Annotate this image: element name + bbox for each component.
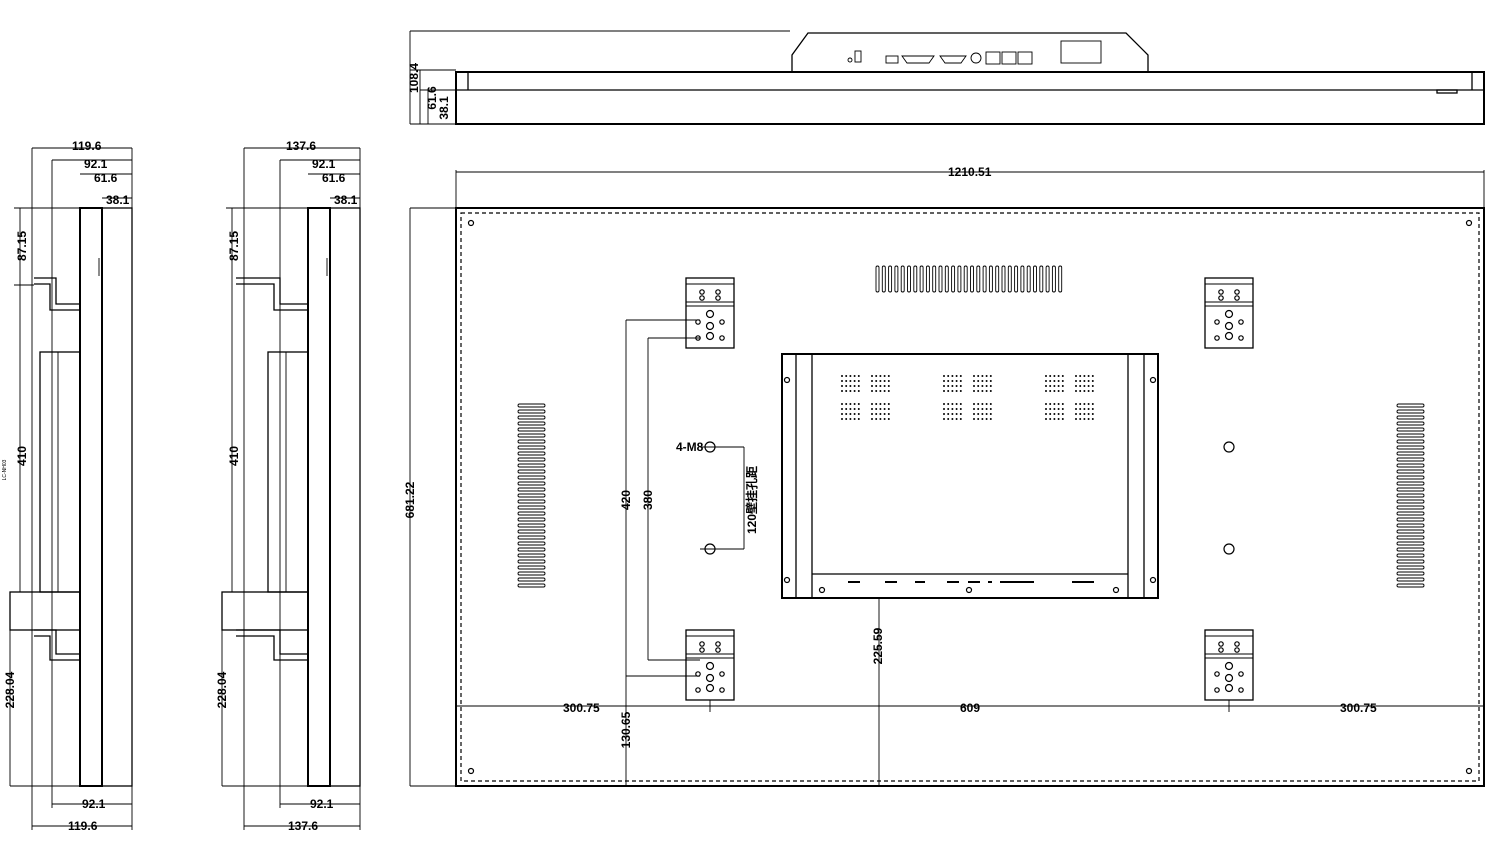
rear-dim-h420: 420	[619, 490, 633, 510]
rear-dim-center-span: 609	[960, 701, 980, 715]
left-dim-h2: 410	[15, 446, 29, 466]
rear-view: 4-M8 120壁挂孔距 1210.51 681.22 300.75 609 3…	[403, 165, 1485, 787]
right-dim-h3: 228.04	[215, 671, 229, 708]
left-dim-h1: 87.15	[15, 231, 29, 261]
mounting-brackets	[685, 277, 1254, 701]
rear-dim-right-offset: 300.75	[1340, 701, 1377, 715]
right-dim-w2: 92.1	[312, 157, 336, 171]
hole-spacing-note: 120壁挂孔距	[744, 466, 759, 534]
speaker-dot-grids	[841, 375, 1094, 420]
left-vertical-note: LC-NH03	[2, 459, 8, 480]
side-view-right: 137.6 92.1 61.6 38.1 87.15 410 228.04 92…	[215, 139, 361, 833]
right-dim-w1: 137.6	[286, 139, 316, 153]
rear-dim-left-offset: 300.75	[563, 701, 600, 715]
left-dim-h3: 228.04	[3, 671, 17, 708]
rear-dim-width: 1210.51	[948, 165, 992, 179]
right-dim-w3: 61.6	[322, 171, 346, 185]
rear-dim-h380: 380	[641, 490, 655, 510]
left-dim-w2: 92.1	[84, 157, 108, 171]
vent-top	[875, 265, 1063, 293]
top-dim-mid: 61.6	[425, 86, 439, 110]
rear-dim-h130: 130.65	[619, 711, 633, 748]
right-dim-bottom2: 137.6	[288, 819, 318, 833]
vent-left	[517, 403, 546, 588]
connector-panel	[847, 40, 1102, 65]
left-dim-w4: 38.1	[106, 193, 130, 207]
right-dim-h2: 410	[227, 446, 241, 466]
left-dim-bottom1: 92.1	[82, 797, 106, 811]
left-dim-bottom2: 119.6	[68, 819, 98, 833]
top-dim-low: 38.1	[437, 96, 451, 120]
top-dim-total: 108.4	[407, 63, 421, 93]
rear-dim-height: 681.22	[403, 481, 417, 518]
side-view-left: 119.6 92.1 61.6 38.1 87.15 410 228.04 LC…	[2, 139, 133, 833]
hole-label: 4-M8	[676, 440, 704, 454]
port-labels	[848, 581, 1094, 583]
left-dim-w1: 119.6	[72, 139, 102, 153]
vent-right	[1396, 403, 1425, 588]
rear-dim-h225: 225.59	[871, 627, 885, 664]
right-dim-h1: 87.15	[227, 231, 241, 261]
right-dim-w4: 38.1	[334, 193, 358, 207]
electronics-box	[781, 353, 1159, 599]
right-dim-bottom1: 92.1	[310, 797, 334, 811]
top-view: 108.4 61.6 38.1	[407, 30, 1485, 125]
left-dim-w3: 61.6	[94, 171, 118, 185]
